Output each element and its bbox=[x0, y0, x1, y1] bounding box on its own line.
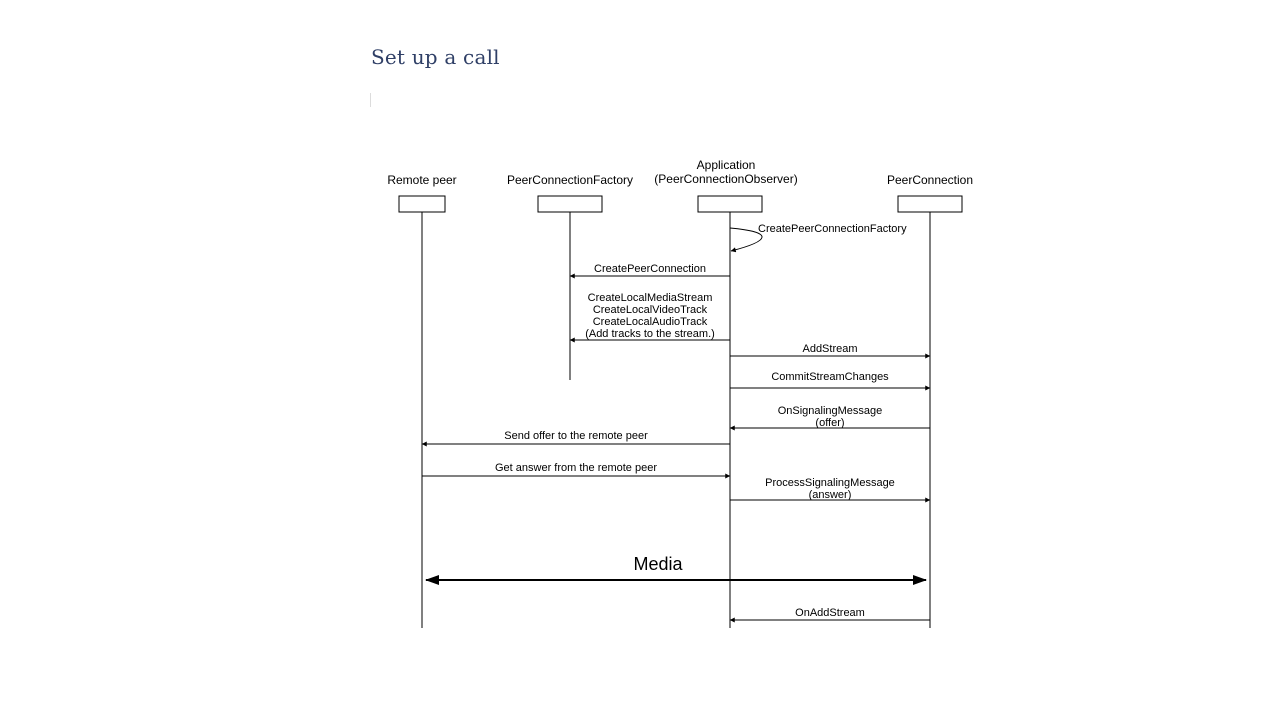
participant-box-factory bbox=[537, 195, 603, 213]
cursor-mark bbox=[370, 93, 371, 107]
message-label-9: Media bbox=[633, 554, 683, 574]
message-label-0: CreatePeerConnectionFactory bbox=[758, 223, 907, 235]
participant-label-app: Application bbox=[697, 158, 756, 172]
message-arrow-0 bbox=[729, 227, 763, 253]
participant-box-pc bbox=[897, 195, 963, 213]
message-label-2: CreateLocalAudioTrack bbox=[593, 316, 708, 328]
message-label-3: AddStream bbox=[802, 343, 857, 355]
page-title: Set up a call bbox=[371, 45, 500, 69]
message-label-10: OnAddStream bbox=[795, 607, 865, 619]
message-label-5: OnSignalingMessage bbox=[778, 405, 883, 417]
message-label-8: ProcessSignalingMessage bbox=[765, 477, 895, 489]
participant-box-remote bbox=[398, 195, 446, 213]
message-label-7: Get answer from the remote peer bbox=[495, 462, 657, 474]
message-label-2: CreateLocalMediaStream bbox=[588, 292, 713, 304]
participant-label-pc: PeerConnection bbox=[887, 173, 973, 187]
message-label-6: Send offer to the remote peer bbox=[504, 430, 648, 442]
message-label-2: CreateLocalVideoTrack bbox=[593, 304, 708, 316]
message-label-5: (offer) bbox=[815, 417, 844, 429]
participant-label-factory: PeerConnectionFactory bbox=[507, 173, 633, 187]
message-label-8: (answer) bbox=[809, 489, 852, 501]
message-label-1: CreatePeerConnection bbox=[594, 263, 706, 275]
participant-label-remote: Remote peer bbox=[387, 173, 456, 187]
participant-label-app: (PeerConnectionObserver) bbox=[654, 172, 797, 186]
message-label-4: CommitStreamChanges bbox=[771, 371, 889, 383]
message-label-2: (Add tracks to the stream.) bbox=[585, 328, 715, 340]
participant-box-app bbox=[697, 195, 763, 213]
